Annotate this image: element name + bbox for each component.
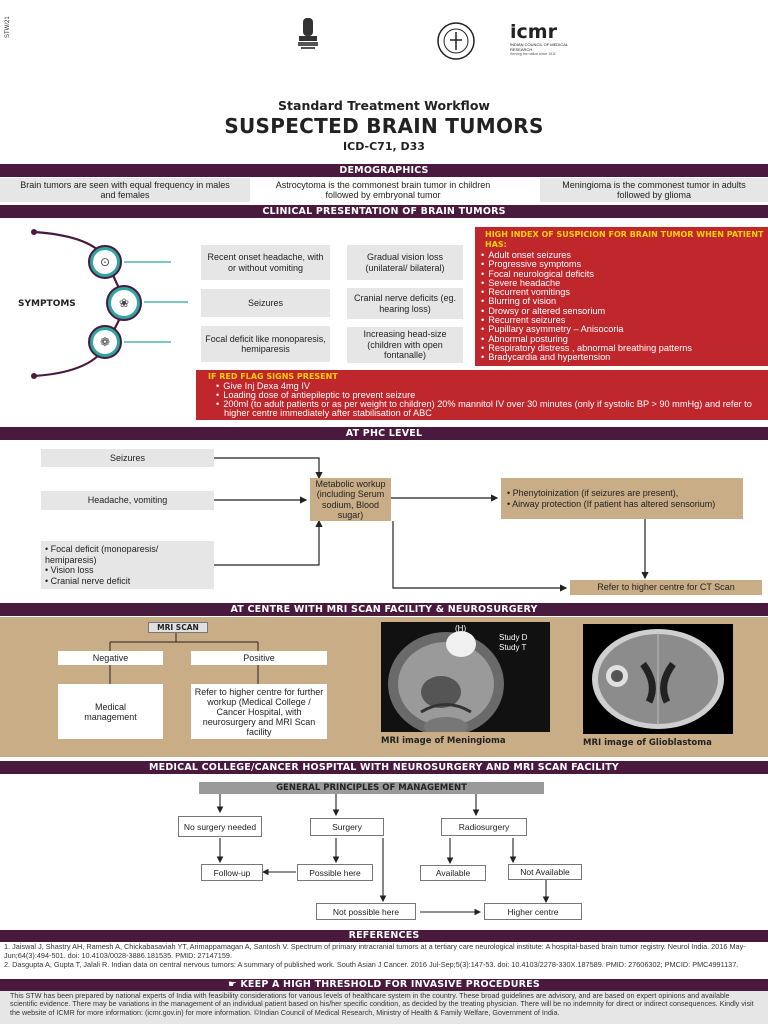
mri-overlay-text: Study D xyxy=(499,633,528,642)
suspicion-item: Recurrent vomitings xyxy=(488,287,764,297)
red-flag-heading: IF RED FLAG SIGNS PRESENT xyxy=(208,372,338,381)
reference-item: 2. Dasgupta A, Gupta T, Jalali R. Indian… xyxy=(4,960,739,969)
radiosurgery-box: Radiosurgery xyxy=(441,818,527,836)
principles-banner: GENERAL PRINCIPLES OF MANAGEMENT xyxy=(199,782,544,794)
phc-heading: AT PHC LEVEL xyxy=(0,427,768,440)
icd-code: ICD-C71, D33 xyxy=(343,140,425,153)
red-flag-panel: IF RED FLAG SIGNS PRESENT Give Inj Dexa … xyxy=(196,370,768,420)
mri-centre-heading: AT CENTRE WITH MRI SCAN FACILITY & NEURO… xyxy=(0,603,768,616)
focal-item: • Vision loss xyxy=(45,565,94,575)
mri-glioblastoma-image xyxy=(583,624,733,734)
phc-management: • Phenytoinization (if seizures are pres… xyxy=(501,478,743,519)
brain-icon: ⊙ xyxy=(88,245,122,279)
suspicion-list: Adult onset seizures Progressive symptom… xyxy=(485,250,764,363)
glioblastoma-caption: MRI image of Glioblastoma xyxy=(583,738,712,748)
focal-item: • Cranial nerve deficit xyxy=(45,575,131,586)
positive-box: Positive xyxy=(191,651,327,665)
symptom-box: Gradual vision loss (unilateral/ bilater… xyxy=(347,245,463,280)
medical-management-box: Medical management xyxy=(58,684,163,739)
reference-item: 1. Jaiswal J, Shastry AH, Ramesh A, Chic… xyxy=(4,942,746,960)
management-item: • Phenytoinization (if seizures are pres… xyxy=(507,488,679,498)
symptom-box: Seizures xyxy=(201,289,330,317)
red-flag-item: 200ml (to adult patients or as per weigh… xyxy=(223,400,760,419)
focal-item: • Focal deficit (monoparesis/ hemiparesi… xyxy=(45,544,159,565)
mri-overlay-text: Study T xyxy=(499,643,527,652)
followup-box: Follow-up xyxy=(201,864,263,881)
brain-icon: ❁ xyxy=(88,325,122,359)
phc-seizures: Seizures xyxy=(41,449,214,467)
suspicion-heading: HIGH INDEX OF SUSPICION FOR BRAIN TUMOR … xyxy=(485,230,764,249)
suspicion-item: Blurring of vision xyxy=(488,297,764,307)
page-title: SUSPECTED BRAIN TUMORS xyxy=(224,114,544,138)
available-box: Available xyxy=(420,865,486,881)
refer-higher-box: Refer to higher centre for further worku… xyxy=(191,684,327,739)
brain-icon: ❀ xyxy=(106,285,142,321)
references-heading: REFERENCES xyxy=(0,930,768,942)
phc-focal-deficits: • Focal deficit (monoparesis/ hemiparesi… xyxy=(41,541,214,589)
suspicion-item: Focal neurological deficits xyxy=(488,269,764,279)
mri-scan-label: MRI SCAN xyxy=(148,622,208,633)
suspicion-item: Pupillary asymmetry – Anisocoria xyxy=(488,325,764,335)
surgery-box: Surgery xyxy=(310,818,384,836)
not-possible-box: Not possible here xyxy=(316,903,416,920)
emblem-logo xyxy=(293,16,323,52)
symptom-box: Recent onset headache, with or without v… xyxy=(201,245,330,280)
demographic-item: Meningioma is the commonest tumor in adu… xyxy=(540,178,768,202)
refer-ct: Refer to higher centre for CT Scan xyxy=(570,580,762,595)
phc-headache: Headache, vomiting xyxy=(41,491,214,510)
negative-box: Negative xyxy=(58,651,163,665)
management-item: • Airway protection (If patient has alte… xyxy=(507,498,716,509)
icmr-logo: icmr INDIAN COUNCIL OF MEDICAL RESEARCH … xyxy=(510,21,568,56)
suspicion-panel: HIGH INDEX OF SUSPICION FOR BRAIN TUMOR … xyxy=(475,227,768,366)
symptoms-label: SYMPTOMS xyxy=(18,299,76,309)
suspicion-item: Severe headache xyxy=(488,278,764,288)
red-flag-item: Give Inj Dexa 4mg IV xyxy=(223,381,760,391)
suspicion-item: Adult onset seizures xyxy=(488,250,764,260)
no-surgery-box: No surgery needed xyxy=(178,816,262,837)
threshold-banner: ☛ KEEP A HIGH THRESHOLD FOR INVASIVE PRO… xyxy=(0,979,768,991)
suspicion-item: Drowsy or altered sensorium xyxy=(488,306,764,316)
demographics-heading: DEMOGRAPHICS xyxy=(0,164,768,177)
mri-overlay-marker: (H) xyxy=(455,624,467,633)
suspicion-item: Abnormal posturing xyxy=(488,334,764,344)
suspicion-item: Recurrent seizures xyxy=(488,315,764,325)
suspicion-item: Progressive symptoms xyxy=(488,259,764,269)
metabolic-workup: Metabolic workup (including Serum sodium… xyxy=(310,478,391,521)
demographic-item: Astrocytoma is the commonest brain tumor… xyxy=(275,179,491,201)
not-available-box: Not Available xyxy=(508,864,582,880)
icmr-seal-logo xyxy=(437,22,475,60)
suspicion-item: Respiratory distress , abnormal breathin… xyxy=(488,343,764,353)
demographic-item: Brain tumors are seen with equal frequen… xyxy=(0,178,250,202)
side-code: STW/21 xyxy=(5,16,11,38)
mri-meningioma-image: (H) Study D Study T xyxy=(381,622,550,732)
symptom-box: Increasing head-size (children with open… xyxy=(347,327,463,363)
symptom-box: Focal deficit like monoparesis, hemipare… xyxy=(201,326,330,362)
meningioma-caption: MRI image of Meningioma xyxy=(381,736,506,746)
suspicion-item: Bradycardia and hypertension xyxy=(488,352,764,362)
footer-disclaimer: This STW has been prepared by national e… xyxy=(0,991,768,1024)
hand-point-icon: ☛ xyxy=(228,979,241,990)
red-flag-list: Give Inj Dexa 4mg IV Loading dose of ant… xyxy=(208,381,760,419)
college-heading: MEDICAL COLLEGE/CANCER HOSPITAL WITH NEU… xyxy=(0,761,768,774)
symptom-box: Cranial nerve deficits (eg. hearing loss… xyxy=(347,288,463,319)
higher-centre-box: Higher centre xyxy=(484,903,582,920)
subtitle: Standard Treatment Workflow xyxy=(278,98,490,113)
red-flag-item: Loading dose of antiepileptic to prevent… xyxy=(223,390,760,400)
possible-here-box: Possible here xyxy=(297,864,373,881)
clinical-heading: CLINICAL PRESENTATION OF BRAIN TUMORS xyxy=(0,205,768,218)
